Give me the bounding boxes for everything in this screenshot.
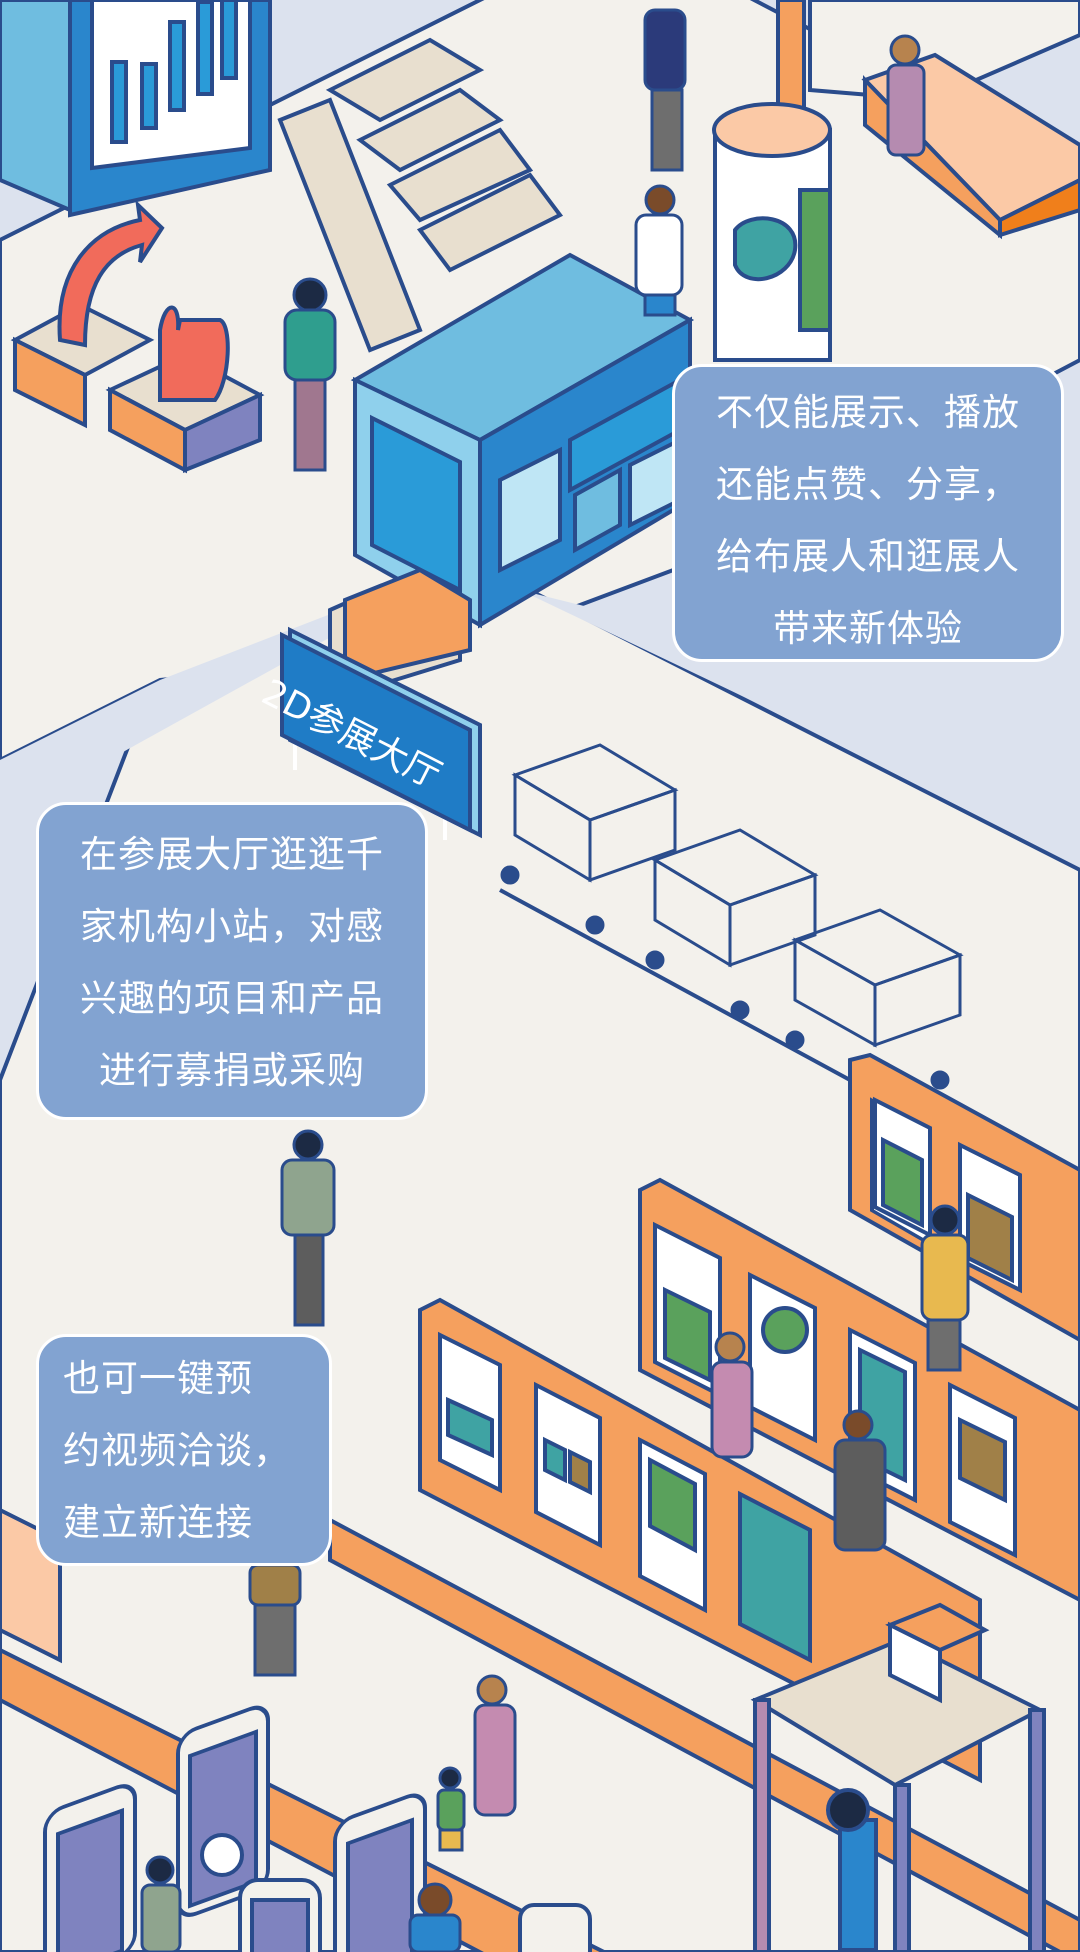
poster-walls (418, 1052, 1080, 1784)
feature-bubble-video-meeting: 也可一键预 约视频洽谈， 建立新连接 (36, 1334, 332, 1566)
person-mother (473, 1674, 517, 1817)
blue-booth (328, 252, 695, 703)
bubble-line: 在参展大厅逛逛千 (80, 833, 384, 876)
person-green-grey (280, 1129, 336, 1327)
bubble-line: 还能点赞、分享， (716, 463, 1020, 506)
bubble-line: 建立新连接 (63, 1501, 253, 1544)
person-phone-blue (408, 1882, 462, 1952)
bubble-line: 给布展人和逛展人 (716, 535, 1020, 578)
person-teal-sweater (283, 277, 337, 472)
bubble-line: 进行募捐或采购 (99, 1049, 365, 1092)
feature-bubble-display-share: 不仅能展示、播放 还能点赞、分享， 给布展人和逛展人 带来新体验 (672, 364, 1064, 662)
elevator (750, 1602, 1046, 1952)
staircase (277, 37, 564, 353)
person-pink-dress (710, 1331, 754, 1459)
person-olive (248, 1563, 302, 1677)
bubble-line: 约视频洽谈， (63, 1429, 291, 1472)
bubble-line: 兴趣的项目和产品 (80, 977, 384, 1020)
like-share-pedestals (10, 199, 265, 474)
bubble-line: 带来新体验 (773, 607, 963, 650)
person-reception-pink (886, 34, 926, 157)
person-yellow (920, 1204, 970, 1372)
person-top-navy (643, 8, 687, 172)
person-grey-suit (833, 1409, 887, 1552)
shopping-carts (499, 743, 964, 1090)
person-white-shirt (634, 184, 684, 317)
bubble-line: 家机构小站，对感 (80, 905, 384, 948)
bubble-line: 也可一键预 (63, 1357, 253, 1400)
hall-sign (280, 626, 482, 840)
visitors (140, 8, 970, 1952)
feature-bubble-browse-hall: 在参展大厅逛逛千 家机构小站，对感 兴趣的项目和产品 进行募捐或采购 (36, 802, 428, 1120)
bubble-line: 不仅能展示、播放 (716, 391, 1020, 434)
phone-kiosks (43, 1705, 592, 1952)
person-phone-green (140, 1855, 182, 1952)
pillar-kiosk (712, 0, 832, 362)
chart-board (0, 0, 272, 218)
person-child (436, 1766, 466, 1852)
